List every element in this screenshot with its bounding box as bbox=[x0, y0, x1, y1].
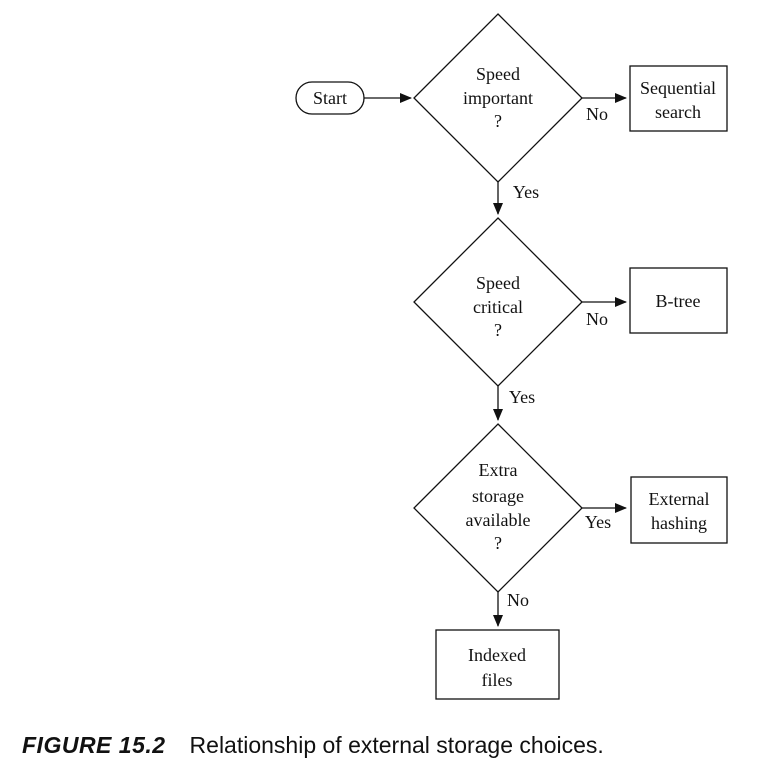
decision-1-line-3: ? bbox=[494, 111, 502, 131]
decision-2-line-2: critical bbox=[473, 297, 523, 317]
figure-number: FIGURE 15.2 bbox=[22, 732, 166, 758]
outcome-sequential-line-1: Sequential bbox=[640, 78, 716, 98]
decision-2-line-1: Speed bbox=[476, 273, 520, 293]
decision-3-line-1: Extra bbox=[479, 460, 518, 480]
decision-3-line-2: storage bbox=[472, 486, 524, 506]
outcome-sequential-line-2: search bbox=[655, 102, 701, 122]
outcome-btree bbox=[629, 267, 728, 334]
decision-2-line-3: ? bbox=[494, 320, 502, 340]
decision-1-line-2: important bbox=[463, 88, 533, 108]
decision-extra-storage bbox=[413, 423, 583, 593]
decision-3-no-label: No bbox=[507, 590, 529, 610]
outcome-sequential-search bbox=[629, 65, 728, 132]
outcome-btree-line-1: B-tree bbox=[656, 291, 701, 311]
outcome-indexed-files bbox=[435, 629, 560, 700]
decision-2-yes-label: Yes bbox=[509, 387, 535, 407]
decision-2-no-label: No bbox=[586, 309, 608, 329]
outcome-external-hashing bbox=[630, 476, 728, 544]
decision-1-no-label: No bbox=[586, 104, 608, 124]
outcome-indexed-line-1: Indexed bbox=[468, 645, 526, 665]
decision-1-yes-label: Yes bbox=[513, 182, 539, 202]
outcome-hashing-line-1: External bbox=[649, 489, 710, 509]
decision-3-yes-label: Yes bbox=[585, 512, 611, 532]
decision-1-line-1: Speed bbox=[476, 64, 520, 84]
figure-caption-text: Relationship of external storage choices… bbox=[189, 732, 604, 758]
outcome-hashing-line-2: hashing bbox=[651, 513, 707, 533]
outcome-indexed-line-2: files bbox=[482, 670, 513, 690]
figure-caption: FIGURE 15.2 Relationship of external stor… bbox=[22, 732, 762, 759]
decision-3-line-3: available bbox=[466, 510, 531, 530]
decision-3-line-4: ? bbox=[494, 533, 502, 553]
start-label: Start bbox=[313, 88, 347, 108]
